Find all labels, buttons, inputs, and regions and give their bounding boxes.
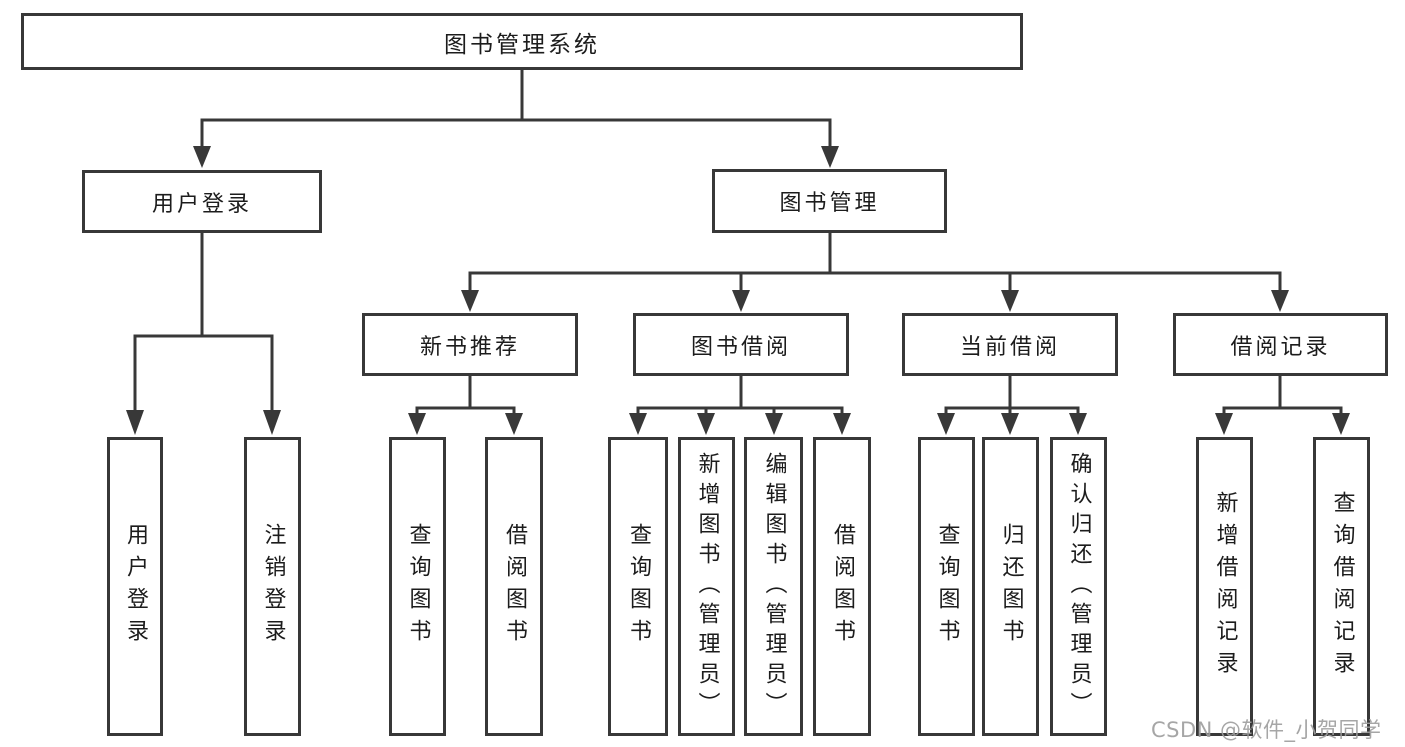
- node-leaf-add-borrow-record: 新增借阅记录: [1196, 437, 1253, 736]
- node-current-borrowing: 当前借阅: [902, 313, 1118, 376]
- node-leaf-confirm-return-admin: 确认归还（管理员）: [1050, 437, 1107, 736]
- node-new-book-recommendation: 新书推荐: [362, 313, 578, 376]
- node-user-login-branch: 用户登录: [82, 170, 322, 233]
- node-leaf-query-books-recommend: 查询图书: [389, 437, 446, 736]
- node-book-borrowing: 图书借阅: [633, 313, 849, 376]
- node-leaf-add-book-admin: 新增图书（管理员）: [678, 437, 735, 736]
- node-leaf-query-borrow-record: 查询借阅记录: [1313, 437, 1370, 736]
- node-leaf-user-login: 用户登录: [107, 437, 163, 736]
- node-leaf-query-books-borrowing: 查询图书: [608, 437, 668, 736]
- node-leaf-borrow-books-recommend: 借阅图书: [485, 437, 543, 736]
- node-leaf-logout: 注销登录: [244, 437, 301, 736]
- node-leaf-edit-book-admin: 编辑图书（管理员）: [744, 437, 803, 736]
- node-borrowing-records: 借阅记录: [1173, 313, 1388, 376]
- node-leaf-return-book: 归还图书: [982, 437, 1039, 736]
- node-library-management-system: 图书管理系统: [21, 13, 1023, 70]
- watermark: CSDN @软件_小贺同学: [1151, 718, 1382, 742]
- node-leaf-query-books-current: 查询图书: [918, 437, 975, 736]
- node-book-management-branch: 图书管理: [712, 169, 947, 233]
- node-leaf-borrow-books: 借阅图书: [813, 437, 871, 736]
